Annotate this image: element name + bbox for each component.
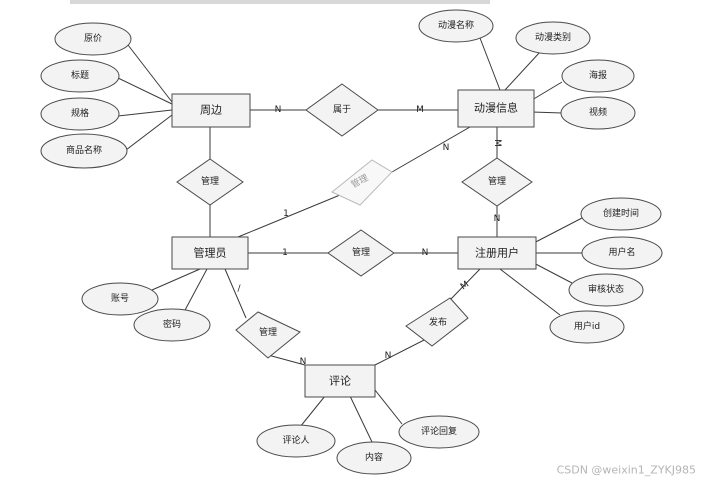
rel-guanli-pl: 管理 [235, 311, 301, 359]
attr-account: 账号 [81, 282, 159, 316]
line-admin-guanli3 [224, 268, 247, 319]
card-admin-user-1: 1 [282, 248, 288, 258]
line-dm-name [479, 37, 501, 91]
entity-dongman: 动漫信息 [457, 89, 535, 128]
entity-zhoubian: 周边 [171, 93, 251, 128]
entity-pinglun-label: 评论 [329, 374, 351, 388]
line-password [183, 268, 208, 313]
watermark-text: CSDN @weixin1_ZYKJ985 [557, 464, 696, 477]
attr-audit-label: 审核状态 [588, 283, 624, 295]
card-zc-bottom: N [494, 214, 501, 224]
rel-guanli-faded: 管理 [331, 159, 393, 206]
attr-guige: 规格 [40, 97, 120, 131]
line-reply [374, 389, 403, 425]
line-userid [499, 268, 561, 316]
attr-content: 内容 [336, 441, 412, 475]
card-admin-pl-1: / [237, 284, 241, 294]
attr-shipin: 视频 [560, 96, 636, 130]
attr-shangpin: 商品名称 [40, 133, 128, 169]
entity-pinglun: 评论 [304, 364, 376, 398]
card-dm-faded: N [443, 143, 450, 153]
attr-reply: 评论回复 [398, 415, 480, 449]
rel-guanli-zb-label: 管理 [201, 175, 219, 187]
attr-shipin-label: 视频 [589, 106, 607, 118]
attr-password: 密码 [133, 308, 211, 342]
attr-dm-type-label: 动漫类别 [535, 31, 571, 43]
card-dm-top: M [492, 139, 502, 147]
attr-userid: 用户id [549, 310, 625, 344]
attr-haibao-label: 海报 [589, 69, 607, 81]
entity-dongman-label: 动漫信息 [474, 101, 518, 115]
rel-fabu-label: 发布 [429, 316, 447, 328]
attr-username: 用户名 [581, 236, 663, 270]
card-shuyu-dm: M [416, 105, 424, 115]
line-fabu-pl [374, 335, 433, 366]
card-admin-user-n: N [422, 248, 429, 258]
rel-guanli-dm-label: 管理 [488, 175, 506, 187]
entity-zhuce-label: 注册用户 [475, 246, 519, 260]
line-guanli3-pl [267, 354, 306, 366]
entity-zhoubian-label: 周边 [200, 104, 222, 117]
line-zc-fabu [449, 268, 481, 301]
line-dm-type [504, 51, 541, 91]
line-content [349, 395, 373, 443]
attr-password-label: 密码 [163, 318, 181, 330]
line-faded-dm [391, 126, 471, 173]
line-admin-faded [237, 194, 341, 238]
rel-guanli-pl-label: 管理 [259, 326, 277, 338]
card-admin-to-dm: 1 [283, 209, 289, 219]
card-pl-right: N [385, 351, 392, 361]
rel-shuyu: 属于 [305, 83, 379, 137]
rel-shuyu-label: 属于 [333, 104, 351, 115]
attr-commenter: 评论人 [256, 424, 336, 458]
attr-haibao: 海报 [561, 59, 635, 93]
attr-dm-type: 动漫类别 [515, 21, 591, 55]
line-biaoti [117, 77, 173, 105]
line-guige [117, 109, 173, 117]
attr-biaoti-label: 标题 [71, 69, 89, 81]
cropped-top-text-strip [70, 0, 490, 4]
attr-account-label: 账号 [111, 293, 129, 304]
attr-userid-label: 用户id [574, 320, 600, 332]
attr-create-time: 创建时间 [580, 197, 662, 231]
attr-shangpin-label: 商品名称 [66, 144, 102, 156]
attr-dm-name-label: 动漫名称 [438, 19, 474, 31]
entity-guanliyuan: 管理员 [171, 236, 249, 270]
rel-guanli-dm: 管理 [461, 157, 533, 207]
attr-create-time-label: 创建时间 [603, 207, 639, 219]
attr-audit: 审核状态 [568, 273, 644, 307]
card-zb-shuyu: N [275, 105, 282, 115]
line-commenter [299, 395, 326, 428]
rel-fabu: 发布 [405, 297, 469, 347]
connector-lines [117, 37, 583, 443]
line-shipin [531, 111, 563, 114]
card-pl-left: N [300, 357, 307, 367]
attr-username-label: 用户名 [608, 246, 635, 258]
line-shangpin [125, 114, 173, 151]
entity-guanliyuan-label: 管理员 [194, 246, 227, 260]
rel-guanli-admin-user: 管理 [327, 229, 395, 277]
card-zc-fabu: M [459, 280, 471, 293]
attr-guige-label: 规格 [71, 107, 89, 119]
attr-biaoti: 标题 [40, 59, 120, 93]
rel-guanli-admin-user-label: 管理 [352, 246, 370, 258]
attr-commenter-label: 评论人 [282, 434, 309, 446]
entity-zhuce: 注册用户 [457, 236, 537, 270]
attr-dm-name: 动漫名称 [418, 9, 494, 43]
line-haibao [531, 81, 563, 101]
attr-yuanjia: 原价 [54, 22, 132, 56]
line-create-time [527, 217, 583, 247]
rel-guanli-zb: 管理 [176, 158, 244, 206]
attr-reply-label: 评论回复 [421, 425, 457, 437]
attr-content-label: 内容 [365, 451, 383, 463]
attr-yuanjia-label: 原价 [84, 33, 102, 44]
line-account [151, 268, 201, 291]
line-yuanjia [127, 44, 173, 103]
